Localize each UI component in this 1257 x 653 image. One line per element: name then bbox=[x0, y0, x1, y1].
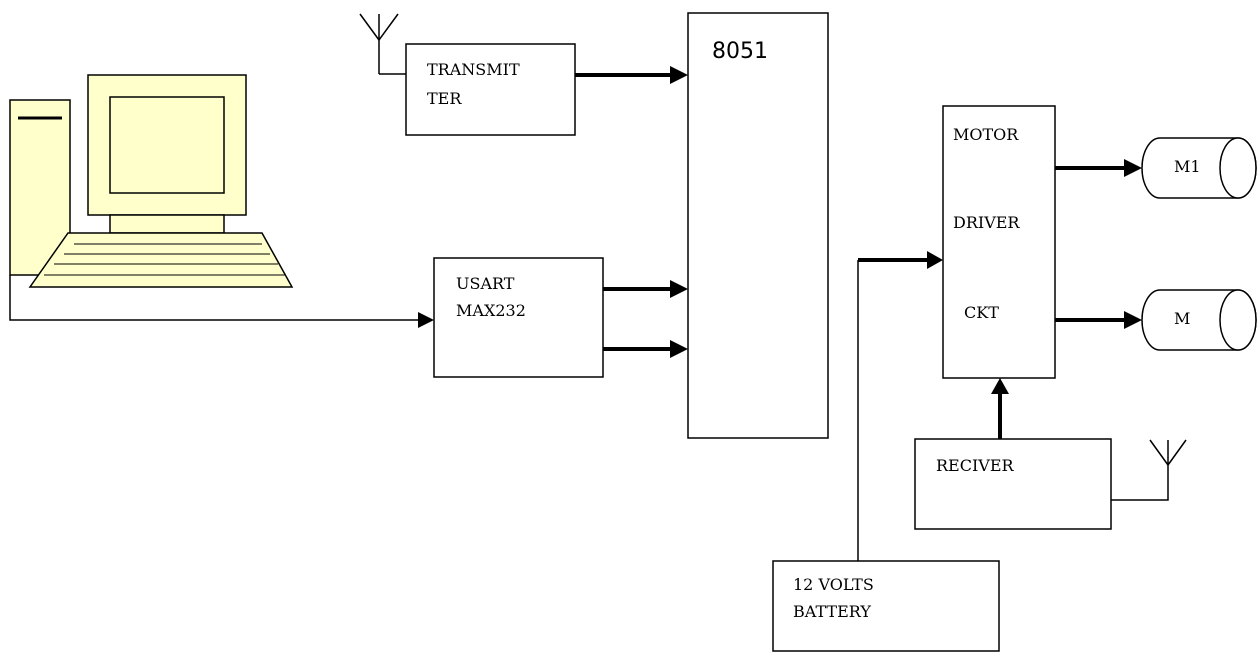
mcu-8051-block: 8051 bbox=[688, 13, 828, 438]
usart-block: USART MAX232 bbox=[434, 258, 603, 377]
motor1-label: M1 bbox=[1174, 157, 1201, 176]
computer-icon bbox=[10, 75, 292, 287]
transmitter-label-line1: TRANSMIT bbox=[427, 60, 520, 79]
mcu-label: 8051 bbox=[712, 39, 768, 64]
driver-to-motor2-arrow bbox=[1055, 311, 1142, 329]
usart-to-mcu-arrow-2 bbox=[603, 340, 688, 358]
driver-to-motor1-arrow bbox=[1055, 159, 1142, 177]
receiver-to-driver-arrow bbox=[991, 378, 1009, 439]
transmitter-block: TRANSMIT TER bbox=[406, 44, 575, 135]
antenna-icon bbox=[1111, 440, 1186, 500]
transmitter-label-line2: TER bbox=[427, 89, 462, 108]
receiver-label: RECIVER bbox=[936, 456, 1015, 475]
motor-driver-block: MOTOR DRIVER CKT bbox=[943, 106, 1055, 378]
transmitter-to-mcu-arrow bbox=[575, 66, 688, 84]
motor-driver-label-line3: CKT bbox=[964, 303, 999, 322]
battery-label-line2: BATTERY bbox=[793, 602, 871, 621]
antenna-icon bbox=[360, 14, 406, 74]
motor-driver-label-line1: MOTOR bbox=[953, 125, 1019, 144]
battery-block: 12 VOLTS BATTERY bbox=[773, 561, 999, 651]
motor2-label: M bbox=[1174, 309, 1190, 328]
usart-label-line2: MAX232 bbox=[456, 301, 526, 320]
motor-icon: M bbox=[1142, 290, 1256, 350]
usart-label-line1: USART bbox=[456, 274, 515, 293]
motor-driver-label-line2: DRIVER bbox=[953, 213, 1020, 232]
motor-icon: M1 bbox=[1142, 138, 1256, 198]
receiver-block: RECIVER bbox=[915, 439, 1111, 529]
battery-label-line1: 12 VOLTS bbox=[793, 575, 874, 594]
usart-to-mcu-arrow-1 bbox=[603, 280, 688, 298]
